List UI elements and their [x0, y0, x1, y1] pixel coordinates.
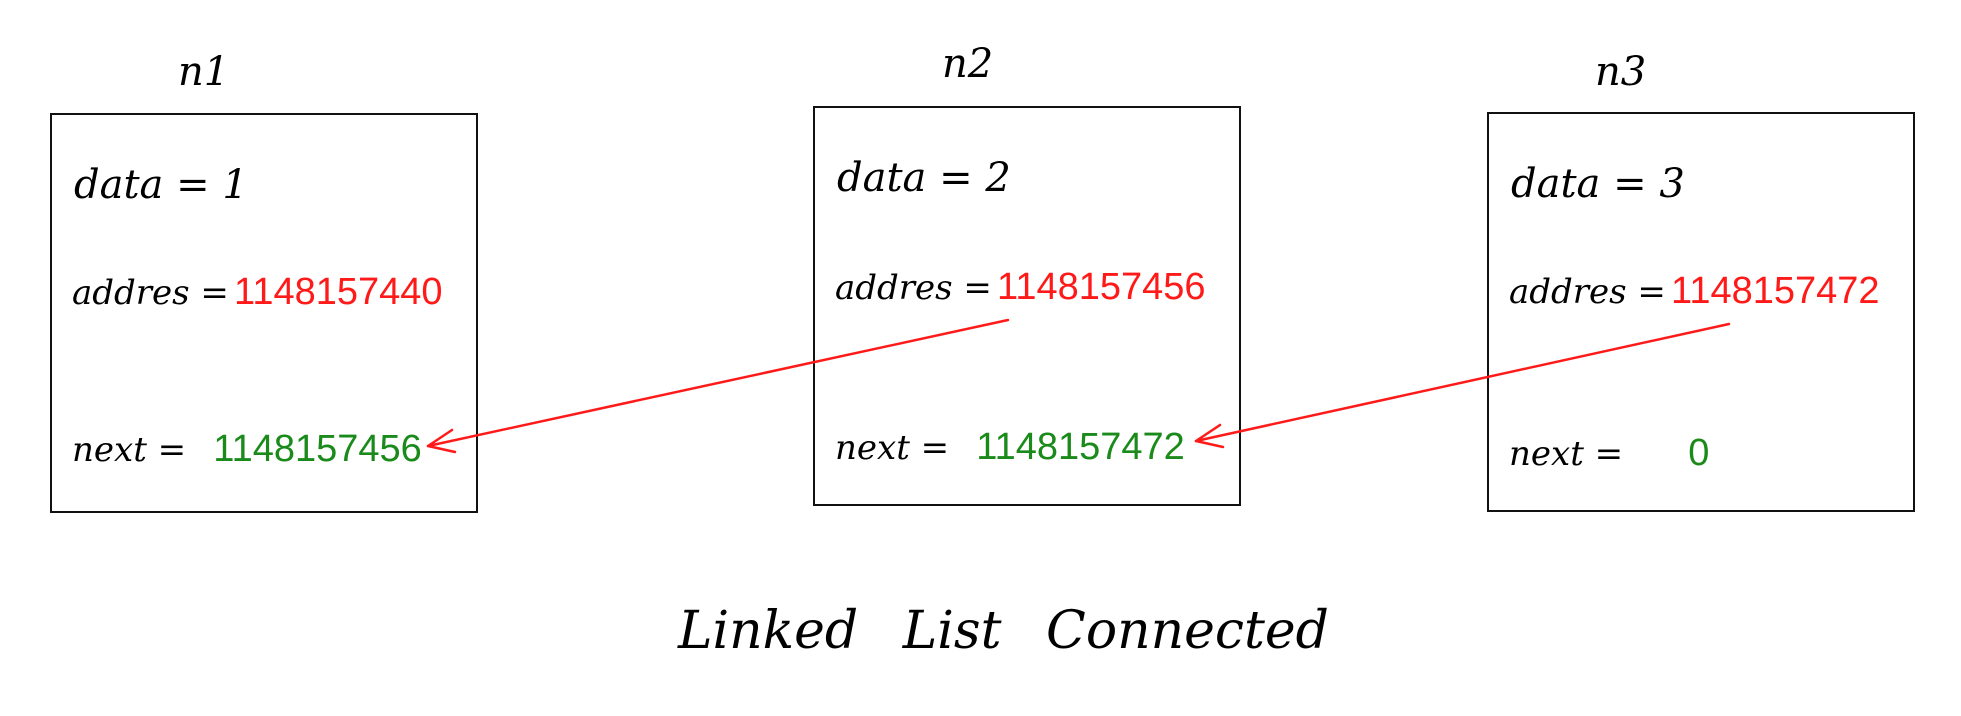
node-3-data-label: data = [1511, 161, 1647, 207]
node-1-next-label: next = [72, 430, 187, 470]
node-2-next-label: next = [835, 428, 950, 468]
node-3-data-value: 3 [1659, 161, 1685, 207]
node-2-address-label: addres = [835, 268, 992, 308]
node-1-data-label: data = [74, 162, 210, 208]
node-1-address-value: 1148157440 [234, 271, 443, 313]
node-3-address-value: 1148157472 [1671, 270, 1880, 312]
node-2-label: n2 [942, 41, 994, 87]
node-2-data-label: data = [837, 155, 973, 201]
node-2-box: data = 2 addres = 1148157456 next = 1148… [813, 106, 1241, 506]
node-1-box: data = 1 addres = 1148157440 next = 1148… [50, 113, 478, 513]
node-3-box: data = 3 addres = 1148157472 next = 0 [1487, 112, 1915, 512]
node-3-next-label: next = [1509, 434, 1624, 474]
node-3-label: n3 [1595, 49, 1647, 95]
node-1-data-value: 1 [222, 162, 248, 208]
node-2-address-value: 1148157456 [997, 266, 1206, 308]
node-1-address-label: addres = [72, 273, 229, 313]
node-3-next-value: 0 [1688, 432, 1710, 474]
node-2-data-value: 2 [985, 155, 1011, 201]
node-1-label: n1 [178, 49, 230, 95]
node-2-next-value: 1148157472 [976, 426, 1185, 468]
node-3-address-label: addres = [1509, 272, 1666, 312]
node-1-next-value: 1148157456 [213, 428, 422, 470]
diagram-caption: Linked List Connected [678, 601, 1329, 661]
